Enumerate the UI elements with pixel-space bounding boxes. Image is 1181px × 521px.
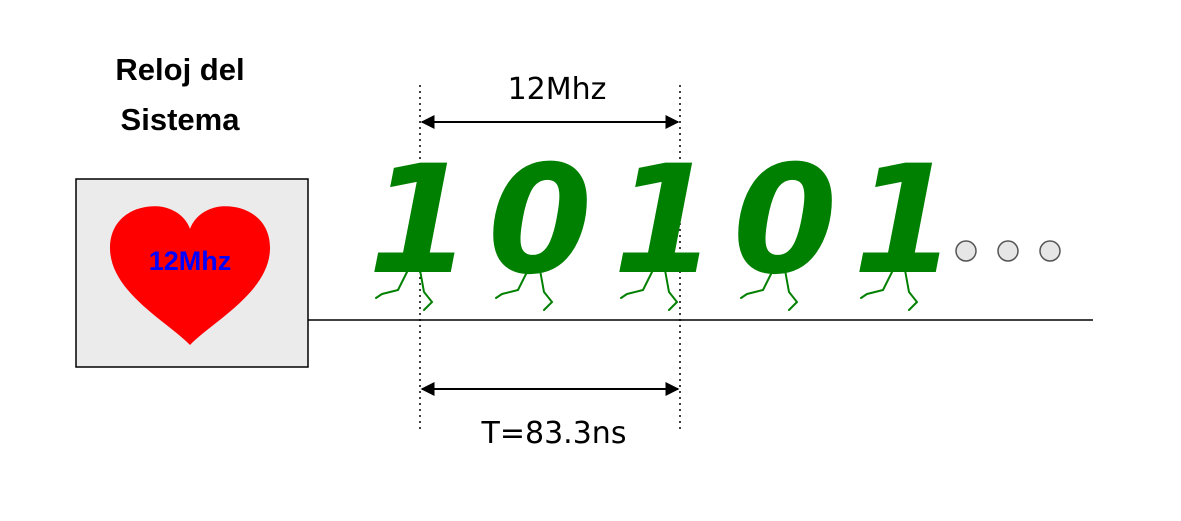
bit-legs — [740, 269, 799, 311]
bit-4: 1 — [853, 134, 957, 311]
diagram-title-line1: Reloj del — [115, 52, 244, 87]
continuation-dot — [997, 240, 1019, 262]
clock-frequency-label: 12Mhz — [149, 246, 232, 276]
continuation-dot — [1039, 240, 1061, 262]
bit-2: 1 — [613, 134, 717, 311]
continuation-dots — [955, 240, 1061, 262]
bit-digit: 1 — [613, 134, 717, 308]
bit-legs — [495, 269, 554, 311]
bit-legs — [620, 269, 679, 311]
bit-legs — [860, 269, 919, 311]
heart-icon — [110, 206, 270, 345]
period-label: T=83.3ns — [481, 416, 627, 451]
frequency-label: 12Mhz — [508, 72, 607, 107]
bit-digit: 0 — [733, 134, 837, 308]
bit-digit: 0 — [488, 134, 592, 308]
bit-digit: 1 — [368, 134, 472, 308]
diagram-title-line2: Sistema — [121, 102, 241, 137]
continuation-dot — [955, 240, 977, 262]
bit-digit: 1 — [853, 134, 957, 308]
bit-1: 0 — [488, 134, 592, 311]
bit-0: 1 — [368, 134, 472, 311]
bit-legs — [375, 269, 434, 311]
bit-3: 0 — [733, 134, 837, 311]
